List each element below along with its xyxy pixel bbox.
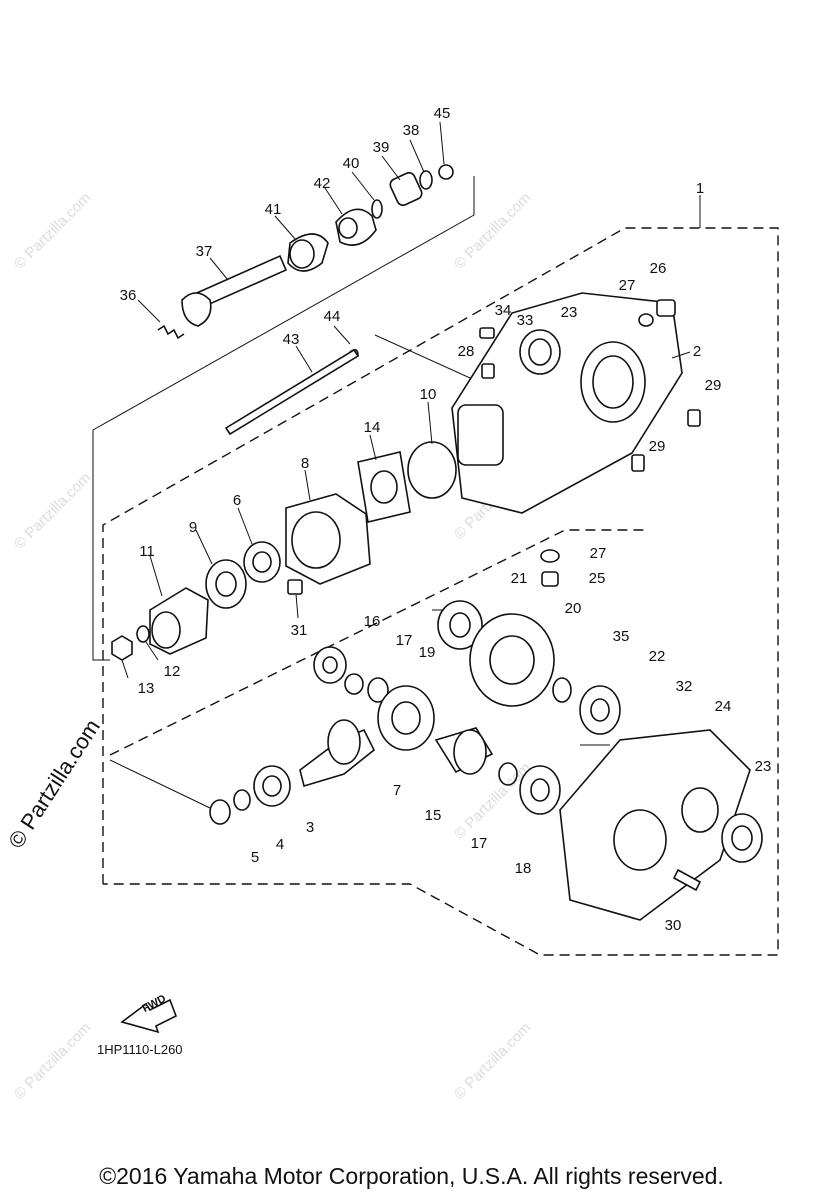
callout-26: 26 [650, 260, 667, 277]
callout-11: 11 [139, 543, 155, 560]
callout-19: 19 [419, 644, 436, 661]
callout-5: 5 [251, 849, 259, 866]
callout-39: 39 [373, 139, 390, 156]
callout-21: 21 [511, 570, 528, 587]
callout-36: 36 [120, 287, 137, 304]
callout-25: 25 [589, 570, 606, 587]
callout-23: 23 [561, 304, 578, 321]
callout-38: 38 [403, 122, 420, 139]
callout-13: 13 [138, 680, 155, 697]
callout-28: 28 [458, 343, 475, 360]
callout-labels: 1234567891011121314151617171819202122232… [120, 105, 772, 934]
callout-24: 24 [715, 698, 732, 715]
callout-12: 12 [164, 663, 181, 680]
callout-31: 31 [291, 622, 308, 639]
callout-41: 41 [265, 201, 282, 218]
callout-15: 15 [425, 807, 442, 824]
callout-42: 42 [314, 175, 331, 192]
figure-code: 1HP1110-L260 [97, 1042, 183, 1057]
callout-8: 8 [301, 455, 309, 472]
callout-34: 34 [495, 302, 512, 319]
callout-4: 4 [276, 836, 284, 853]
callout-27: 27 [590, 545, 607, 562]
watermark-text: © Partzilla.com [11, 189, 94, 272]
callout-10: 10 [420, 386, 437, 403]
parts [111, 164, 763, 1034]
callout-20: 20 [565, 600, 582, 617]
callout-17: 17 [396, 632, 413, 649]
callout-37: 37 [196, 243, 213, 260]
side-watermark: © Partzilla.com [3, 715, 105, 853]
callout-30: 30 [665, 917, 682, 934]
callout-40: 40 [343, 155, 360, 172]
assembly-boundary [102, 227, 779, 956]
callout-43: 43 [283, 331, 300, 348]
callout-45: 45 [434, 105, 451, 122]
callout-6: 6 [233, 492, 241, 509]
callout-2: 2 [693, 343, 701, 360]
copyright-line: ©2016 Yamaha Motor Corporation, U.S.A. A… [99, 1163, 724, 1189]
watermark-text: © Partzilla.com [451, 1019, 534, 1102]
callout-14: 14 [364, 419, 381, 436]
callout-44: 44 [324, 308, 341, 325]
callout-27: 27 [619, 277, 636, 294]
watermark-text: © Partzilla.com [11, 469, 94, 552]
callout-33: 33 [517, 312, 534, 329]
watermark-text: © Partzilla.com [11, 1019, 94, 1102]
callout-22: 22 [649, 648, 666, 665]
callout-23: 23 [755, 758, 772, 775]
callout-17: 17 [471, 835, 488, 852]
callout-35: 35 [613, 628, 630, 645]
callout-3: 3 [306, 819, 314, 836]
callout-18: 18 [515, 860, 532, 877]
callout-32: 32 [676, 678, 693, 695]
callout-leaders [121, 121, 701, 679]
watermark-text: © Partzilla.com [451, 189, 534, 272]
callout-1: 1 [696, 180, 704, 197]
callout-7: 7 [393, 782, 401, 799]
callout-9: 9 [189, 519, 197, 536]
callout-16: 16 [364, 613, 381, 630]
callout-29: 29 [705, 377, 722, 394]
callout-29: 29 [649, 438, 666, 455]
